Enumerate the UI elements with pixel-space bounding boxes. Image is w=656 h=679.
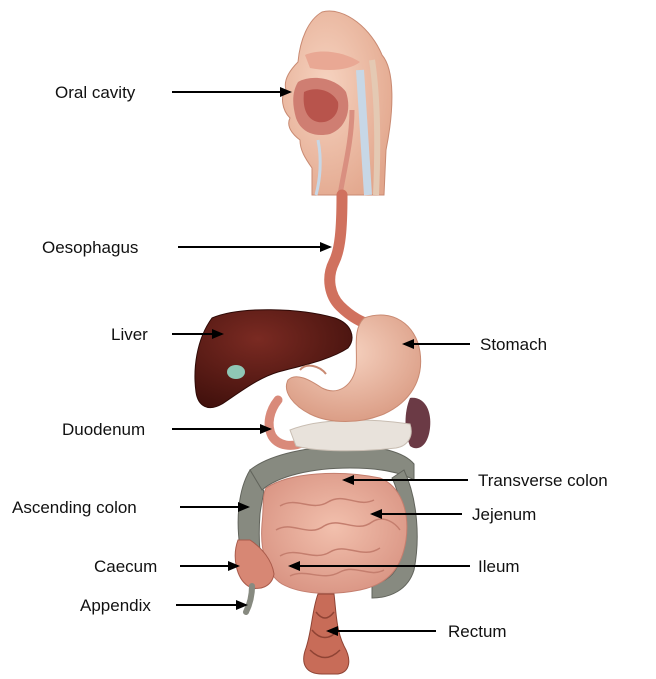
small-intestine-shape (262, 473, 407, 593)
pancreas-shape (290, 420, 411, 451)
spleen-shape (406, 398, 431, 448)
label-caecum: Caecum (94, 557, 157, 576)
oesophagus-tube (330, 195, 372, 326)
label-transverse-colon: Transverse colon (478, 471, 608, 490)
label-ascending-colon: Ascending colon (12, 498, 137, 517)
label-stomach: Stomach (480, 335, 547, 354)
label-jejenum: Jejenum (472, 505, 536, 524)
appendix-shape (246, 586, 252, 612)
rectum-shape (304, 594, 349, 674)
label-rectum: Rectum (448, 622, 507, 641)
label-ileum: Ileum (478, 557, 520, 576)
gallbladder (227, 365, 245, 379)
label-duodenum: Duodenum (62, 420, 145, 439)
label-appendix: Appendix (80, 596, 151, 615)
label-oesophagus: Oesophagus (42, 238, 138, 257)
label-oral-cavity: Oral cavity (55, 83, 136, 102)
label-liver: Liver (111, 325, 148, 344)
head-section (283, 11, 392, 195)
